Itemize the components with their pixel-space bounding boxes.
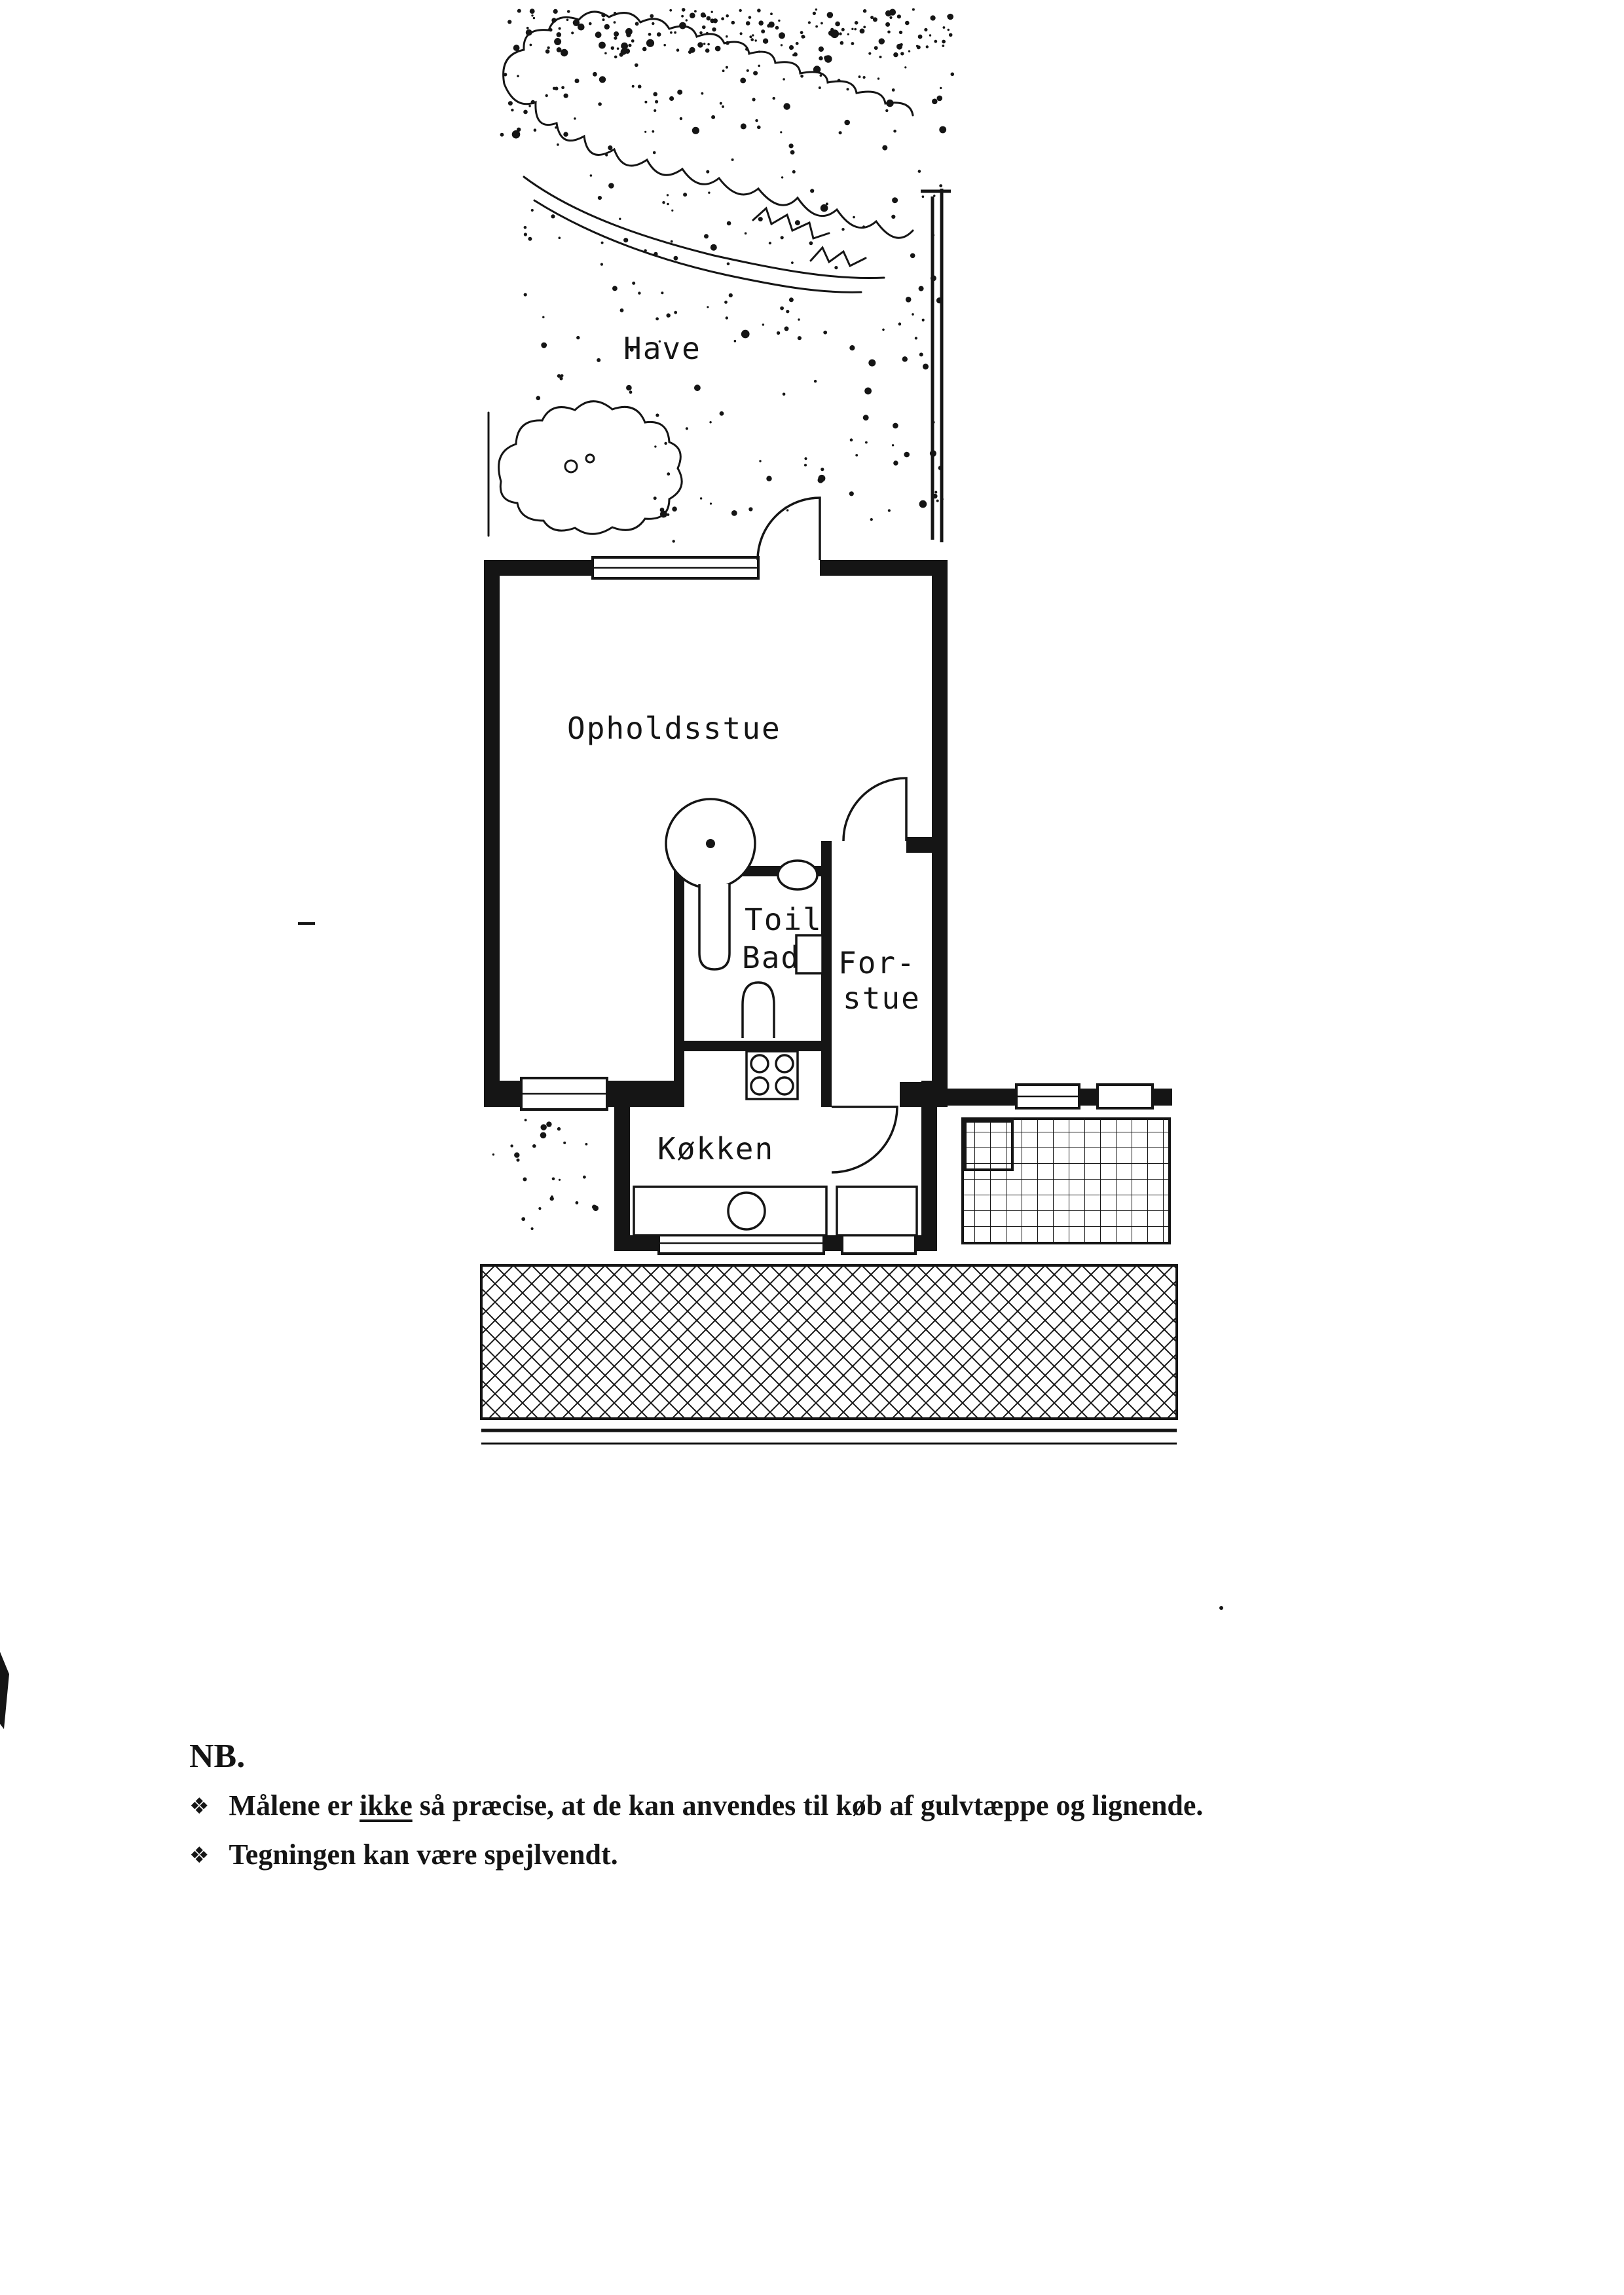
left-wall — [484, 560, 500, 1107]
garden-stipple-dots — [492, 8, 955, 1231]
stair-duct — [698, 884, 731, 971]
note-item-1-text: Målene er ikke så præcise, at de kan anv… — [229, 1789, 1204, 1821]
scan-artifacts — [0, 922, 1223, 1729]
bullet-diamond-icon: ❖ — [189, 1842, 210, 1869]
walkway-crosshatch — [480, 1264, 1178, 1420]
kitchen-sink — [727, 1191, 766, 1231]
hall-kitchen-wall — [900, 1082, 948, 1107]
kitchen-counter-right — [836, 1185, 918, 1237]
toilet-bottom-wall — [674, 1041, 832, 1051]
garden-fence — [921, 189, 951, 542]
top-wall-left — [484, 560, 593, 576]
bath-basin — [777, 859, 819, 891]
leaf-jag-2 — [809, 246, 867, 268]
note-item-2: ❖ Tegningen kan være spejlvendt. — [189, 1835, 1473, 1874]
stove-burner-4 — [775, 1076, 794, 1096]
hall-top-wall — [906, 837, 948, 853]
door-garden — [756, 496, 821, 561]
note-item-1: ❖ Målene er ikke så præcise, at de kan a… — [189, 1786, 1473, 1825]
branch-line-1 — [523, 176, 885, 280]
window-terrace-2 — [1096, 1083, 1154, 1110]
kitchen-left-wall — [614, 1081, 630, 1251]
label-kitchen: Køkken — [657, 1131, 774, 1166]
leaf-jag-1 — [752, 206, 830, 240]
label-living-room: Opholdsstue — [567, 711, 781, 746]
bullet-diamond-icon: ❖ — [189, 1793, 210, 1819]
label-toilet-line1: Toil — [745, 902, 822, 937]
nb-heading: NB. — [189, 1738, 246, 1775]
wc-bowl — [741, 981, 775, 1038]
right-wall — [932, 560, 948, 1107]
bush-knot-1 — [564, 459, 578, 474]
fixtures — [633, 798, 918, 1237]
label-garden: Have — [623, 331, 701, 366]
scan-mark-left-edge — [0, 1652, 9, 1729]
bush-knot-2 — [585, 453, 595, 464]
label-hall-line2: stue — [843, 980, 921, 1016]
doors — [756, 496, 908, 1174]
stove-burner-1 — [750, 1054, 769, 1073]
bush-low-cloud — [498, 400, 683, 535]
toilet-right-wall — [821, 841, 832, 1107]
top-wall-right — [820, 560, 948, 576]
bush-top-lower-lobes — [503, 83, 914, 239]
door-living-hall — [842, 777, 908, 842]
windows — [520, 556, 1154, 1255]
nb-notes: NB. ❖ Målene er ikke så præcise, at de k… — [189, 1737, 1473, 1885]
label-hall-line1: For- — [838, 945, 916, 980]
garden-foliage-sketch — [487, 10, 914, 537]
door-hall-kitchen — [831, 1106, 898, 1174]
stove-burner-2 — [775, 1054, 794, 1073]
note-item-2-text: Tegningen kan være spejlvendt. — [229, 1838, 618, 1871]
label-toilet-line2: Bad — [742, 940, 800, 975]
kitchen-right-wall — [921, 1081, 937, 1251]
stove-burner-3 — [750, 1076, 769, 1096]
terrace-grid-corner — [964, 1120, 1014, 1171]
scan-speck-2 — [298, 922, 315, 925]
spiral-stair-center — [706, 839, 715, 848]
bush-top-upper-edge — [502, 10, 914, 117]
bath-sink — [795, 934, 824, 975]
underlined-word: ikke — [360, 1789, 413, 1821]
toilet-left-wall — [674, 866, 684, 1081]
room-labels: Have Opholdsstue Toil Bad For- stue Køkk… — [567, 331, 921, 1166]
scan-speck-1 — [1219, 1606, 1223, 1610]
branch-line-2 — [533, 199, 862, 293]
